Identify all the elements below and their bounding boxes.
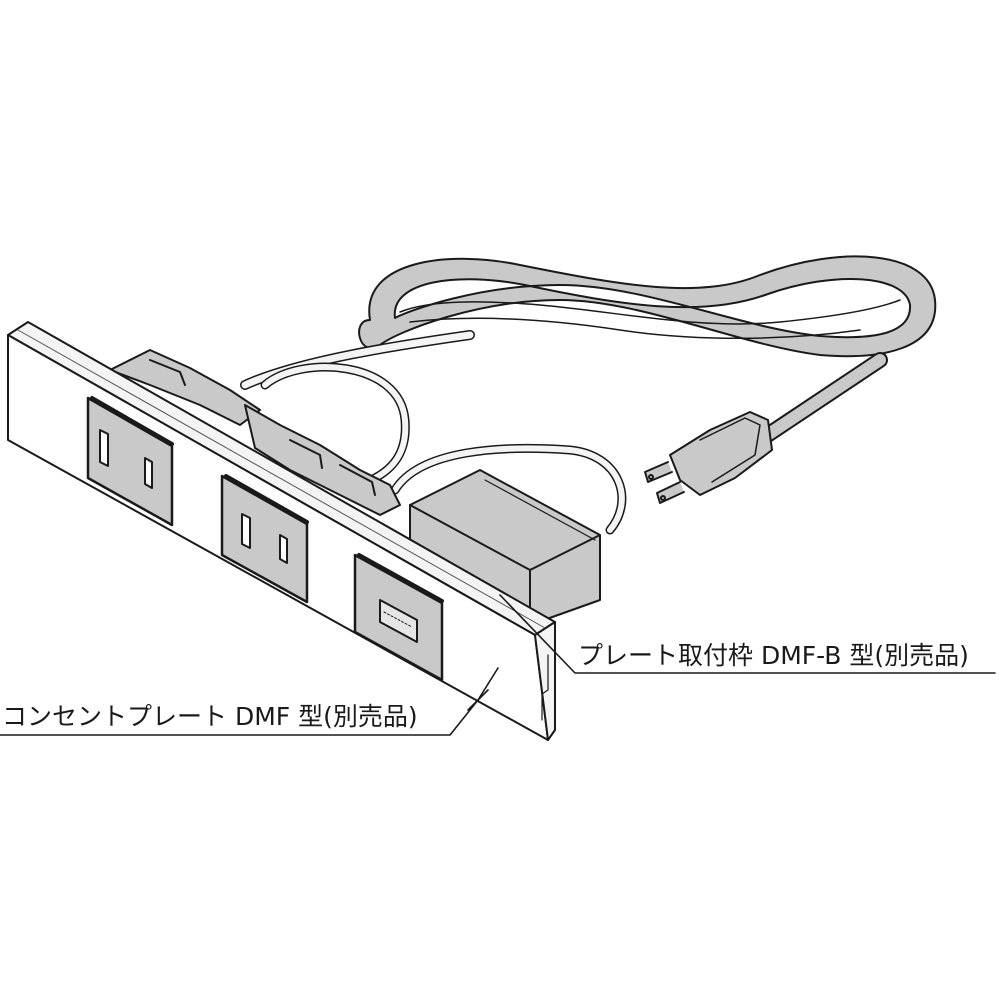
outlet-1-icon — [86, 396, 174, 527]
connector-blocks — [109, 349, 401, 516]
leader-lines — [0, 594, 996, 736]
outlet-2-icon — [220, 474, 309, 604]
outlet-plate-label: コンセントプレート DMF 型(別売品) — [2, 702, 418, 731]
coiled-cord — [240, 255, 937, 448]
usb-port-icon — [353, 553, 444, 682]
adapter-box — [409, 469, 601, 626]
plate-frame-label: プレート取付枠 DMF-B 型(別売品) — [578, 641, 969, 670]
wire-loops — [260, 362, 627, 535]
plug-icon — [644, 411, 773, 504]
